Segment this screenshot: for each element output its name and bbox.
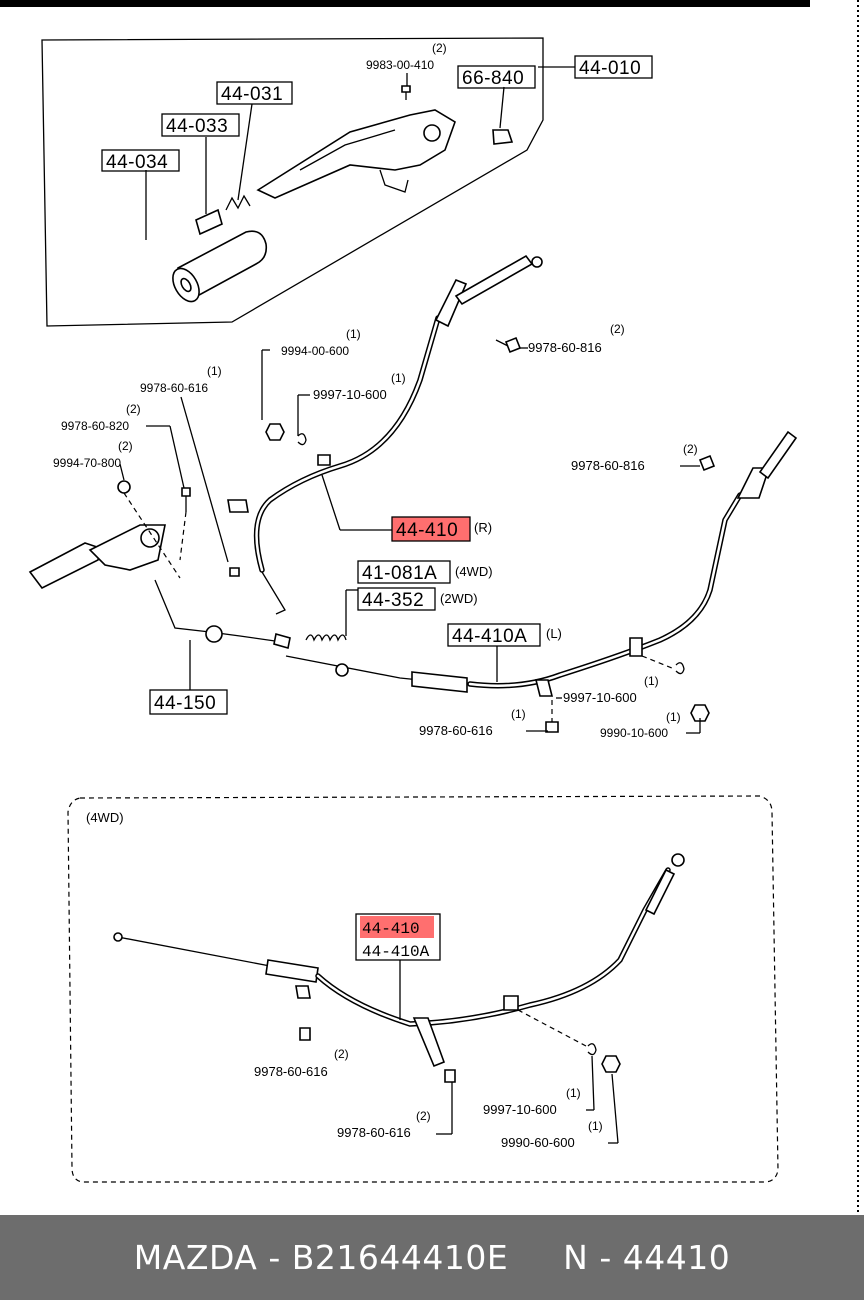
bolt-9983-00-410: 9983-00-410 [366,58,434,72]
lever-assembly-frame [41,37,544,327]
bolt-9978-60-820-part [181,487,191,497]
top-border [0,0,810,7]
qty-9978-816-top: (2) [610,322,625,336]
cable-system: (1) 9994-00-600 (2) 9978-60-816 (1) 9997… [28,254,798,740]
nut-9994-70-800-part [117,480,131,494]
clip-66-840-part [492,129,514,145]
qty-9997-mid: (1) [644,674,659,688]
callout-44-010: 44-010 [579,58,641,79]
bolt-9978-60-616-mid: 9978-60-616 [419,723,493,738]
inset-qty-9978-616: (2) [334,1047,349,1061]
cable-44-410a-left [467,492,743,689]
spring-part [225,194,251,211]
qty-9994-00: (1) [346,327,361,341]
nut-9990-10-600: 9990-10-600 [600,726,668,740]
callout-44-410-r: 44-410 [396,520,458,541]
highlight-44-410-r [392,517,470,541]
inset-clip-9997-10-600: 9997-10-600 [483,1102,557,1117]
side-r: (R) [474,520,492,535]
inset-callout-44-410: 44-410 [362,920,420,938]
cable-44-410a-left-inner [285,655,421,681]
nut-9990-10-600-part [690,704,710,722]
footer-part-number: MAZDA - B21644410E N - 44410 [133,1238,731,1277]
qty-9997-top: (1) [391,371,406,385]
inset-inner-cable [117,936,271,967]
bolt-9978-60-616-part [229,567,240,577]
callout-44-410a-l: 44-410A [452,626,527,647]
inset-qty-9997: (1) [566,1086,581,1100]
callout-44-033: 44-033 [166,116,228,137]
lever-body-part [256,109,456,199]
footer-bar: MAZDA - B21644410E N - 44410 [0,1215,864,1300]
qty-9978-616-left: (1) [207,364,222,378]
tag-4wd: (4WD) [455,564,493,579]
nut-9994-70-800: 9994-70-800 [53,456,121,470]
inset-bolt-2 [444,1069,456,1083]
bolt-9978-60-616-mid-part [545,721,559,733]
inset-bolt-9978-60-616: 9978-60-616 [254,1064,328,1079]
inset-4wd-frame [67,795,779,1183]
inset-bolt-9978-60-616-b: 9978-60-616 [337,1125,411,1140]
inset-qty-9978-616-b: (2) [416,1109,431,1123]
grip-part [177,230,268,302]
inset-bolt-1 [299,1027,311,1041]
bolt-9978-60-616-left: 9978-60-616 [140,381,208,395]
highlight-inset-44-410 [360,916,434,938]
qty-9978-820: (2) [126,402,141,416]
qty-9978-816-right: (2) [683,442,698,456]
callout-44-031: 44-031 [221,84,283,105]
qty-9990-10: (1) [666,710,681,724]
inset-callout-44-410a: 44-410A [362,943,430,961]
inset-title: (4WD) [86,810,124,825]
nut-9994-00-600-part [265,423,285,441]
bolt-9978-60-816-top: 9978-60-816 [528,340,602,355]
callout-66-840: 66-840 [462,68,524,89]
inset-qty-9990: (1) [588,1119,603,1133]
inset-nut-9990-60-600: 9990-60-600 [501,1135,575,1150]
callout-44-352: 44-352 [362,590,424,611]
clip-9997-10-600-top: 9997-10-600 [313,387,387,402]
nut-9994-00-600: 9994-00-600 [281,344,349,358]
side-l: (L) [546,626,562,641]
tag-2wd: (2WD) [440,591,478,606]
callout-41-081a: 41-081A [362,563,437,584]
callout-44-034: 44-034 [106,152,168,173]
qty-9978-616-mid: (1) [511,707,526,721]
push-button-part [195,208,223,236]
return-spring-part [305,634,347,642]
inset-4wd: (4WD) 44-410 44-410A (2) 9978-60-616 (2)… [67,795,779,1183]
lever-assembly: 44-034 44-033 44-031 66-840 44-010 (2) 9… [41,37,653,327]
bolt-9978-60-816-right: 9978-60-816 [571,458,645,473]
parking-brake-diagram: 44-034 44-033 44-031 66-840 44-010 (2) 9… [0,0,859,1215]
qty-9983: (2) [432,41,447,55]
bolt-9978-60-820: 9978-60-820 [61,419,129,433]
clip-9997-10-600-mid: 9997-10-600 [563,690,637,705]
callout-44-150: 44-150 [154,693,216,714]
qty-9994-70: (2) [118,439,133,453]
